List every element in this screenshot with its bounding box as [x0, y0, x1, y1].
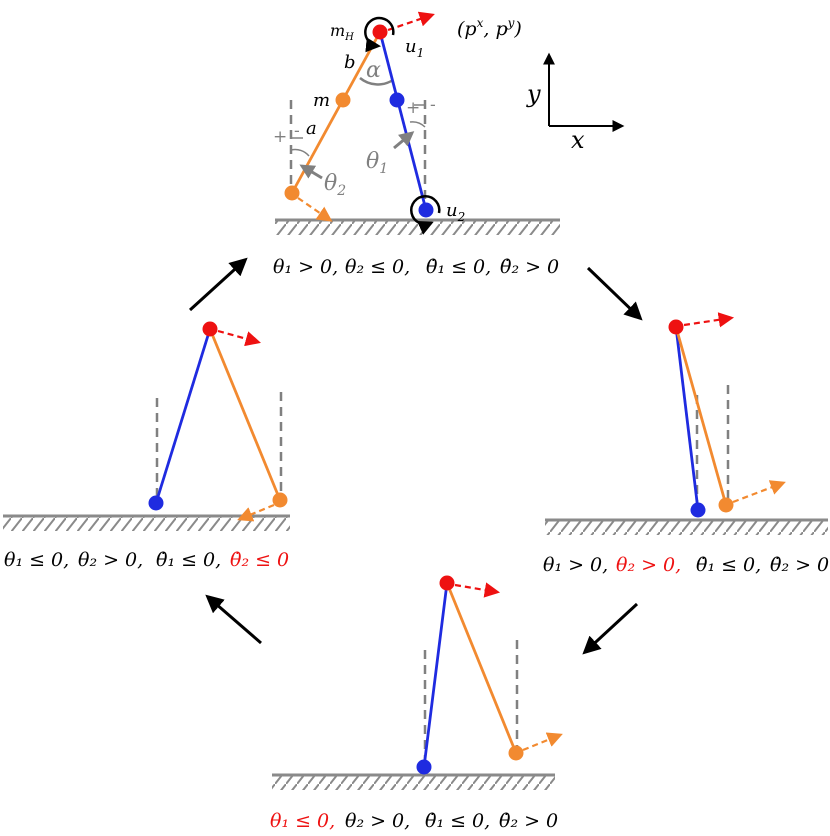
caption-bottom-4: θ̇₂ > 0: [499, 810, 558, 831]
caption-bottom: θ₁ ≤ 0, θ₂ > 0, θ̇₁ ≤ 0, θ̇₂ > 0: [270, 810, 558, 832]
caption-left-1: θ₁ ≤ 0,: [4, 549, 69, 571]
segment-a-label: a: [306, 118, 317, 139]
configuration-top: mH u1 u2 b α m a + - + - θ1 θ2 (px, py) …: [273, 11, 560, 278]
segment-b-label: b: [344, 52, 356, 73]
u2-label: u2: [446, 200, 465, 224]
configuration-right: θ₁ > 0, θ₂ > 0, θ̇₁ ≤ 0, θ̇₂ > 0: [543, 312, 829, 576]
theta2-label: θ2: [324, 171, 346, 199]
cycle-arrow-right-to-bottom: [582, 602, 639, 655]
cycle-arrow-bottom-to-left: [205, 594, 262, 645]
theta2-pointer-arrow: [299, 164, 323, 180]
foot-velocity-arrow-right: [732, 480, 786, 504]
foot-swing-right: [718, 497, 734, 513]
cycle-arrows: [188, 257, 643, 655]
cycle-arrow-top-to-right: [586, 266, 643, 321]
plus-left-label: +: [273, 127, 287, 147]
configuration-left: θ₁ ≤ 0, θ₂ > 0, θ̇₁ ≤ 0, θ̇₂ ≤ 0: [3, 321, 290, 571]
caption-left-2: θ₂ > 0,: [78, 549, 143, 571]
caption-bottom-3: θ̇₁ ≤ 0,: [425, 810, 490, 831]
caption-right: θ₁ > 0, θ₂ > 0, θ̇₁ ≤ 0, θ̇₂ > 0: [543, 554, 829, 576]
caption-bottom-1: θ₁ ≤ 0,: [270, 810, 335, 831]
hip-velocity-arrow-right: [683, 312, 735, 328]
position-label: (px, py): [457, 16, 522, 40]
leg-mass-blue: [389, 92, 405, 108]
minus-right-label: -: [430, 95, 436, 115]
ground-right: [545, 518, 828, 535]
coordinate-axes: y x: [526, 52, 625, 154]
caption-left-4: θ̇₂ ≤ 0: [230, 549, 289, 571]
foot-swing-bottom: [508, 745, 524, 761]
caption-right-4: θ̇₂ > 0: [770, 554, 829, 576]
hip-velocity-arrow-bottom: [454, 582, 501, 598]
alpha-label: α: [366, 58, 381, 83]
caption-top-2: θ₂ ≤ 0,: [345, 256, 410, 278]
stance-leg-top: [378, 31, 428, 211]
swing-leg-left: [208, 328, 282, 501]
theta2-arc: [290, 148, 310, 157]
caption-top: θ₁ > 0, θ₂ ≤ 0, θ̇₁ ≤ 0, θ̇₂ > 0: [273, 256, 559, 278]
caption-bottom-2: θ₂ > 0,: [345, 810, 410, 831]
foot-velocity-arrow-left: [237, 503, 275, 522]
caption-top-3: θ̇₁ ≤ 0,: [426, 256, 491, 278]
hip-mass-left: [202, 321, 218, 337]
caption-top-1: θ₁ > 0,: [273, 256, 338, 278]
configuration-bottom: θ₁ ≤ 0, θ₂ > 0, θ̇₁ ≤ 0, θ̇₂ > 0: [270, 575, 563, 832]
foot-stance-left: [148, 495, 164, 511]
plus-right-label: +: [406, 98, 420, 118]
swing-leg-right: [674, 326, 728, 506]
torque-u2-icon: [410, 194, 441, 235]
u1-label: u1: [405, 36, 424, 60]
hip-mass-label: mH: [330, 21, 354, 43]
foot-swing-top: [284, 185, 300, 201]
hip-mass-right: [668, 319, 684, 335]
torque-u1-icon: [364, 16, 395, 53]
stance-leg-left: [154, 328, 212, 504]
ground-bottom: [272, 773, 555, 790]
alpha-arc: [359, 77, 394, 86]
hip-velocity-arrow-left: [217, 329, 261, 347]
caption-left-3: θ̇₁ ≤ 0,: [156, 549, 221, 571]
axis-x-label: x: [571, 126, 585, 154]
cycle-arrow-left-to-top: [188, 257, 248, 312]
hip-mass-top: [372, 24, 388, 40]
minus-left-label: -: [294, 121, 300, 141]
theta1-label: θ1: [366, 149, 388, 177]
swing-leg-bottom: [445, 582, 518, 754]
theta1-pointer-arrow: [393, 131, 415, 150]
caption-right-2: θ₂ > 0,: [616, 554, 681, 576]
caption-right-1: θ₁ > 0,: [543, 554, 608, 576]
foot-stance-right: [690, 502, 706, 518]
foot-velocity-arrow-top: [297, 197, 333, 222]
ground-left: [3, 514, 290, 531]
foot-stance-top: [418, 202, 434, 218]
stance-leg-bottom: [422, 582, 449, 768]
caption-right-3: θ̇₁ ≤ 0,: [696, 554, 761, 576]
hip-mass-bottom: [439, 575, 455, 591]
foot-stance-bottom: [416, 759, 432, 775]
stance-leg-right: [674, 326, 700, 511]
foot-velocity-arrow-bottom: [522, 732, 563, 752]
caption-left: θ₁ ≤ 0, θ₂ > 0, θ̇₁ ≤ 0, θ̇₂ ≤ 0: [4, 549, 289, 571]
leg-mass-label: m: [313, 90, 330, 111]
leg-mass-orange: [335, 92, 351, 108]
foot-swing-left: [272, 492, 288, 508]
caption-top-4: θ̇₂ > 0: [500, 256, 559, 278]
hip-velocity-arrow-top: [387, 11, 435, 32]
theta1-arc: [409, 121, 426, 128]
axis-y-label: y: [526, 80, 541, 108]
